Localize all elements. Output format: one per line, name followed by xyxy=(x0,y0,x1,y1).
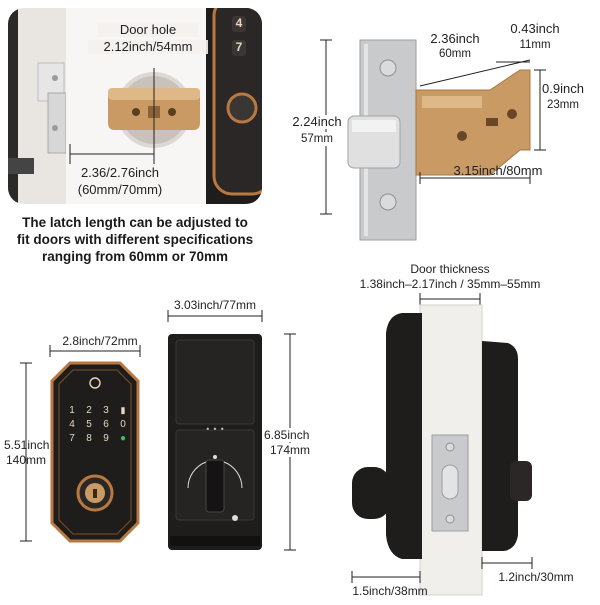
key-1[interactable]: 1 xyxy=(69,405,75,416)
latch-adjust-inch: 2.36/2.76inch xyxy=(80,165,160,180)
svg-text:• • •: • • • xyxy=(205,425,224,434)
latch-body-height-inch: 0.9inch xyxy=(542,81,584,96)
key-6[interactable]: 6 xyxy=(103,419,109,430)
caption-line-3: ranging from 60mm or 70mm xyxy=(41,249,229,264)
latch-adjust-mm: (60mm/70mm) xyxy=(77,182,163,197)
status-led-icon: ● xyxy=(119,433,127,444)
lock-icon[interactable]: ▮ xyxy=(120,405,126,415)
key-8[interactable]: 8 xyxy=(86,433,92,444)
caption-line-2: fit doors with different specifications xyxy=(16,232,254,247)
front-view-illustration xyxy=(20,345,141,543)
back-width-label: 3.03inch/77mm xyxy=(173,298,257,312)
latch-caption: The latch length can be adjusted to fit … xyxy=(4,214,266,265)
door-thickness-value: 1.38inch–2.17inch / 35mm–55mm xyxy=(359,277,541,291)
front-width-label: 2.8inch/72mm xyxy=(62,334,138,348)
key-4[interactable]: 4 xyxy=(69,419,75,430)
door-hole-title: Door hole xyxy=(98,23,198,37)
key-7[interactable]: 7 xyxy=(69,433,75,444)
front-height-inch: 5.51inch xyxy=(4,438,50,452)
keypad-digit-7: 7 xyxy=(232,40,246,56)
door-thickness-title: Door thickness xyxy=(410,262,490,276)
keypad-digit-4: 4 xyxy=(232,16,246,32)
key-9[interactable]: 9 xyxy=(103,433,109,444)
back-view-illustration: • • • xyxy=(167,310,296,551)
latch-length-inch: 2.36inch xyxy=(430,31,480,46)
caption-line-1: The latch length can be adjusted to xyxy=(22,215,248,230)
latch-body-height-mm: 23mm xyxy=(547,99,579,111)
back-height-mm: 174mm xyxy=(270,443,311,457)
front-depth-label: 1.5inch/38mm xyxy=(352,584,428,598)
faceplate-height-mm: 57mm xyxy=(287,132,347,146)
key-0[interactable]: 0 xyxy=(120,419,126,430)
faceplate-height-inch: 2.24inch xyxy=(287,115,347,129)
latch-total-length: 3.15inch/80mm xyxy=(453,163,543,178)
key-3[interactable]: 3 xyxy=(103,405,109,416)
front-height-mm: 140mm xyxy=(6,453,47,467)
back-depth-label: 1.2inch/30mm xyxy=(498,570,574,584)
latch-tip-mm: 11mm xyxy=(519,39,551,51)
latch-tip-inch: 0.43inch xyxy=(510,21,560,36)
key-5[interactable]: 5 xyxy=(86,419,92,430)
side-view-illustration xyxy=(351,293,533,596)
latch-length-mm: 60mm xyxy=(439,48,471,60)
door-hole-illustration xyxy=(8,8,262,204)
door-hole-size: 2.12inch/54mm xyxy=(88,40,208,54)
key-2[interactable]: 2 xyxy=(86,405,92,416)
front-keypad: 1 2 3 ▮ 4 5 6 0 7 8 9 ● xyxy=(65,405,127,444)
back-height-inch: 6.85inch xyxy=(264,428,310,442)
